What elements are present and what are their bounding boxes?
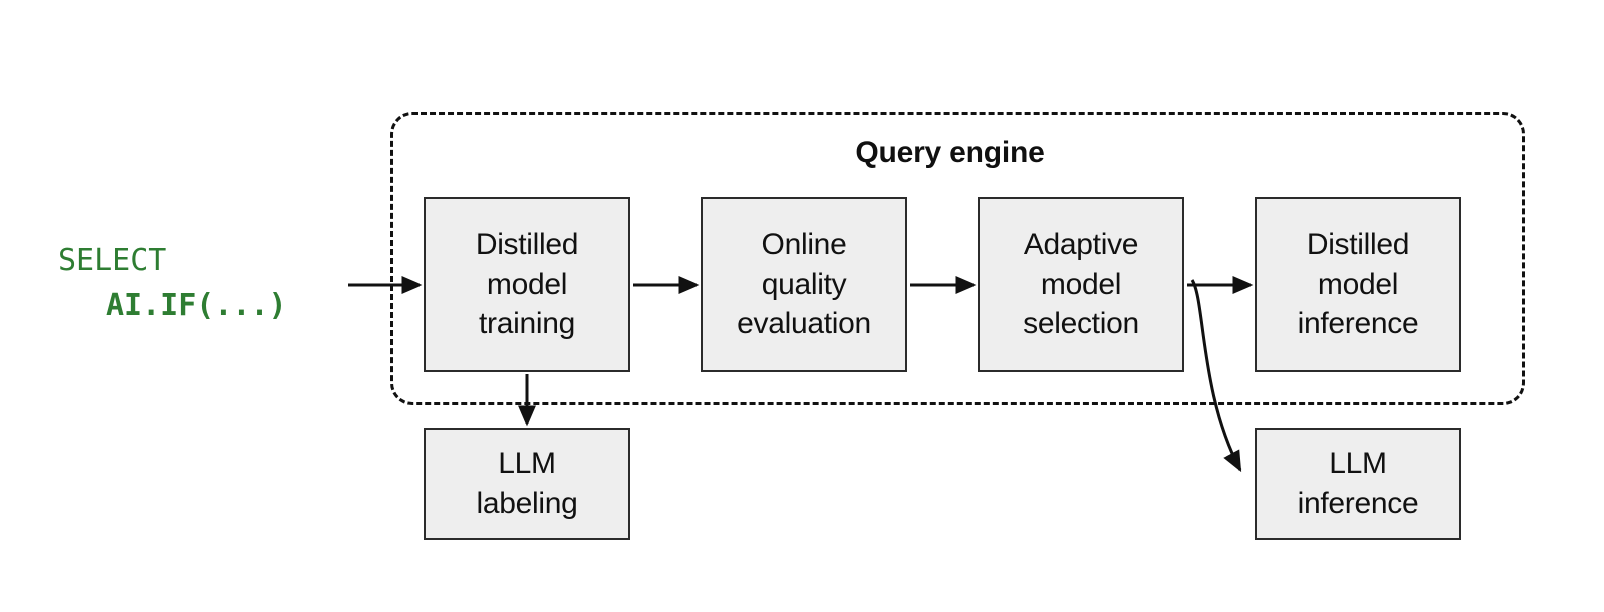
sql-function-ai-if: AI.IF(...)	[106, 288, 287, 323]
node-online-quality-evaluation[interactable]: Online quality evaluation	[701, 197, 907, 372]
node-llm-labeling[interactable]: LLM labeling	[424, 428, 630, 540]
node-distilled-model-inference[interactable]: Distilled model inference	[1255, 197, 1461, 372]
query-engine-boundary	[390, 112, 1525, 405]
sql-query-snippet: SELECT AI.IF(...)	[58, 238, 358, 328]
node-llm-inference[interactable]: LLM inference	[1255, 428, 1461, 540]
node-adaptive-model-selection[interactable]: Adaptive model selection	[978, 197, 1184, 372]
sql-keyword-select: SELECT	[58, 243, 167, 278]
query-engine-title: Query engine	[855, 136, 1045, 169]
node-distilled-model-training[interactable]: Distilled model training	[424, 197, 630, 372]
